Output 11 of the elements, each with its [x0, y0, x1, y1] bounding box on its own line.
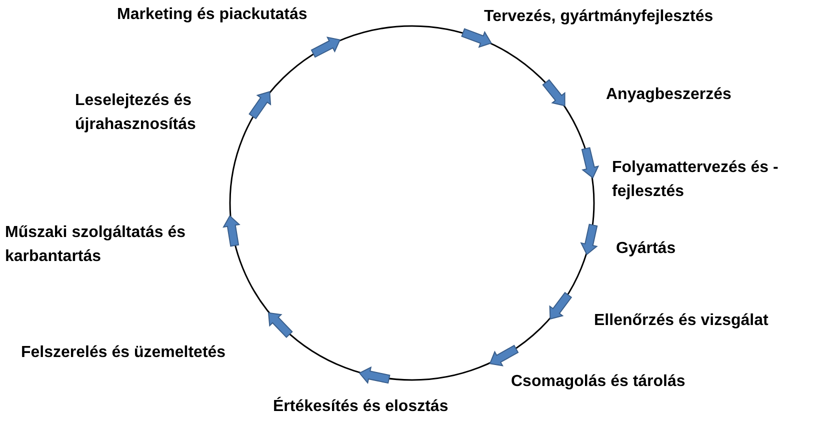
stage-label: Leselejtezés és újrahasznosítás: [75, 91, 197, 135]
stage-label: Műszaki szolgáltatás és karbantartás: [5, 223, 187, 267]
stage-label: Ellenőrzés és vizsgálat: [594, 311, 768, 331]
stage-label: Tervezés, gyártmányfejlesztés: [484, 7, 714, 27]
stage-label: Gyártás: [616, 239, 676, 259]
stage-label: Csomagolás és tárolás: [511, 372, 686, 392]
stage-label: Anyagbeszerzés: [606, 85, 732, 105]
stage-label: Értékesítés és elosztás: [273, 396, 448, 417]
stage-label: Folyamattervezés és -fejlesztés: [612, 158, 780, 202]
stage-label: Marketing és piackutatás: [117, 5, 308, 25]
stage-label: Felszerelés és üzemeltetés: [21, 343, 226, 363]
